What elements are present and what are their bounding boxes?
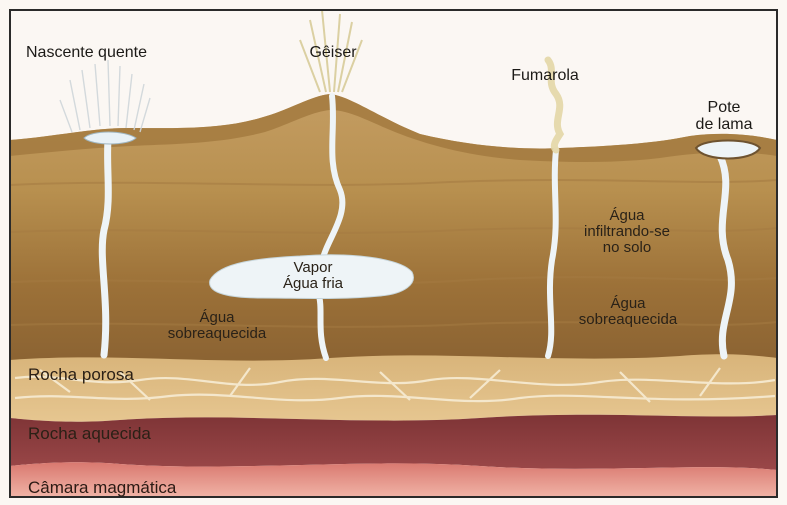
label-magma-chamber: Câmara magmática (28, 479, 176, 497)
label-steam-cold-water: Vapor Água fria (283, 260, 343, 292)
label-superheated-right: Água sobreaquecida (579, 296, 677, 328)
label-superheated-left-line1: Água (168, 310, 266, 326)
label-water-infiltrating-line1: Água (584, 208, 670, 224)
label-hot-spring: Nascente quente (26, 45, 147, 62)
label-mud-pot-line2: de lama (696, 117, 753, 134)
label-mud-pot-line1: Pote (696, 100, 753, 117)
label-water-infiltrating: Água infiltrando-se no solo (584, 208, 670, 255)
label-superheated-right-line2: sobreaquecida (579, 312, 677, 328)
label-water-infiltrating-line3: no solo (584, 240, 670, 256)
label-water-infiltrating-line2: infiltrando-se (584, 224, 670, 240)
label-heated-rock: Rocha aquecida (28, 425, 151, 443)
label-superheated-left: Água sobreaquecida (168, 310, 266, 342)
label-superheated-right-line1: Água (579, 296, 677, 312)
label-cold-water: Água fria (283, 276, 343, 292)
label-fumarole: Fumarola (511, 68, 579, 85)
label-geyser: Gêiser (309, 45, 356, 62)
label-porous-rock: Rocha porosa (28, 366, 134, 384)
label-superheated-left-line2: sobreaquecida (168, 326, 266, 342)
mud-pot-bowl (696, 141, 760, 159)
label-steam: Vapor (283, 260, 343, 276)
label-mud-pot: Pote de lama (696, 100, 753, 134)
